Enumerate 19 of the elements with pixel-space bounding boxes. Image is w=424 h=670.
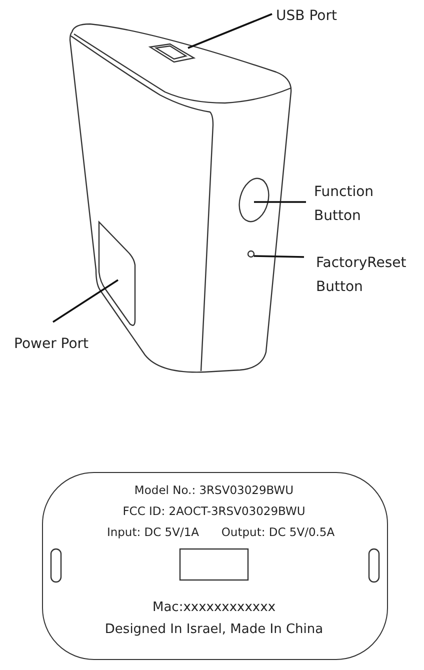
label-plate [42, 472, 388, 660]
leader-line [254, 201, 306, 203]
port-opening [148, 43, 196, 63]
leader-line [52, 279, 118, 323]
callout-label: USB Port [276, 4, 366, 28]
port-opening [98, 221, 136, 326]
button-circle [238, 178, 270, 222]
callout-label: Function Button [314, 180, 414, 228]
reset-hole [247, 250, 255, 258]
plate-text: Mac:xxxxxxxxxxxx [152, 600, 276, 615]
plate-text: FCC ID: 2AOCT-3RSV03029BWU [122, 504, 306, 518]
plate-text: Input: DC 5V/1A [106, 525, 200, 539]
callout-label: Power Port [14, 332, 114, 356]
leader-line [188, 13, 272, 49]
plate-text: Model No.: 3RSV03029BWU [134, 483, 294, 497]
plate-text: Output: DC 5V/0.5A [221, 525, 335, 539]
leader-line [254, 255, 304, 258]
callout-label: FactoryReset Button [316, 251, 416, 299]
plate-text: Designed In Israel, Made In China [104, 622, 324, 637]
